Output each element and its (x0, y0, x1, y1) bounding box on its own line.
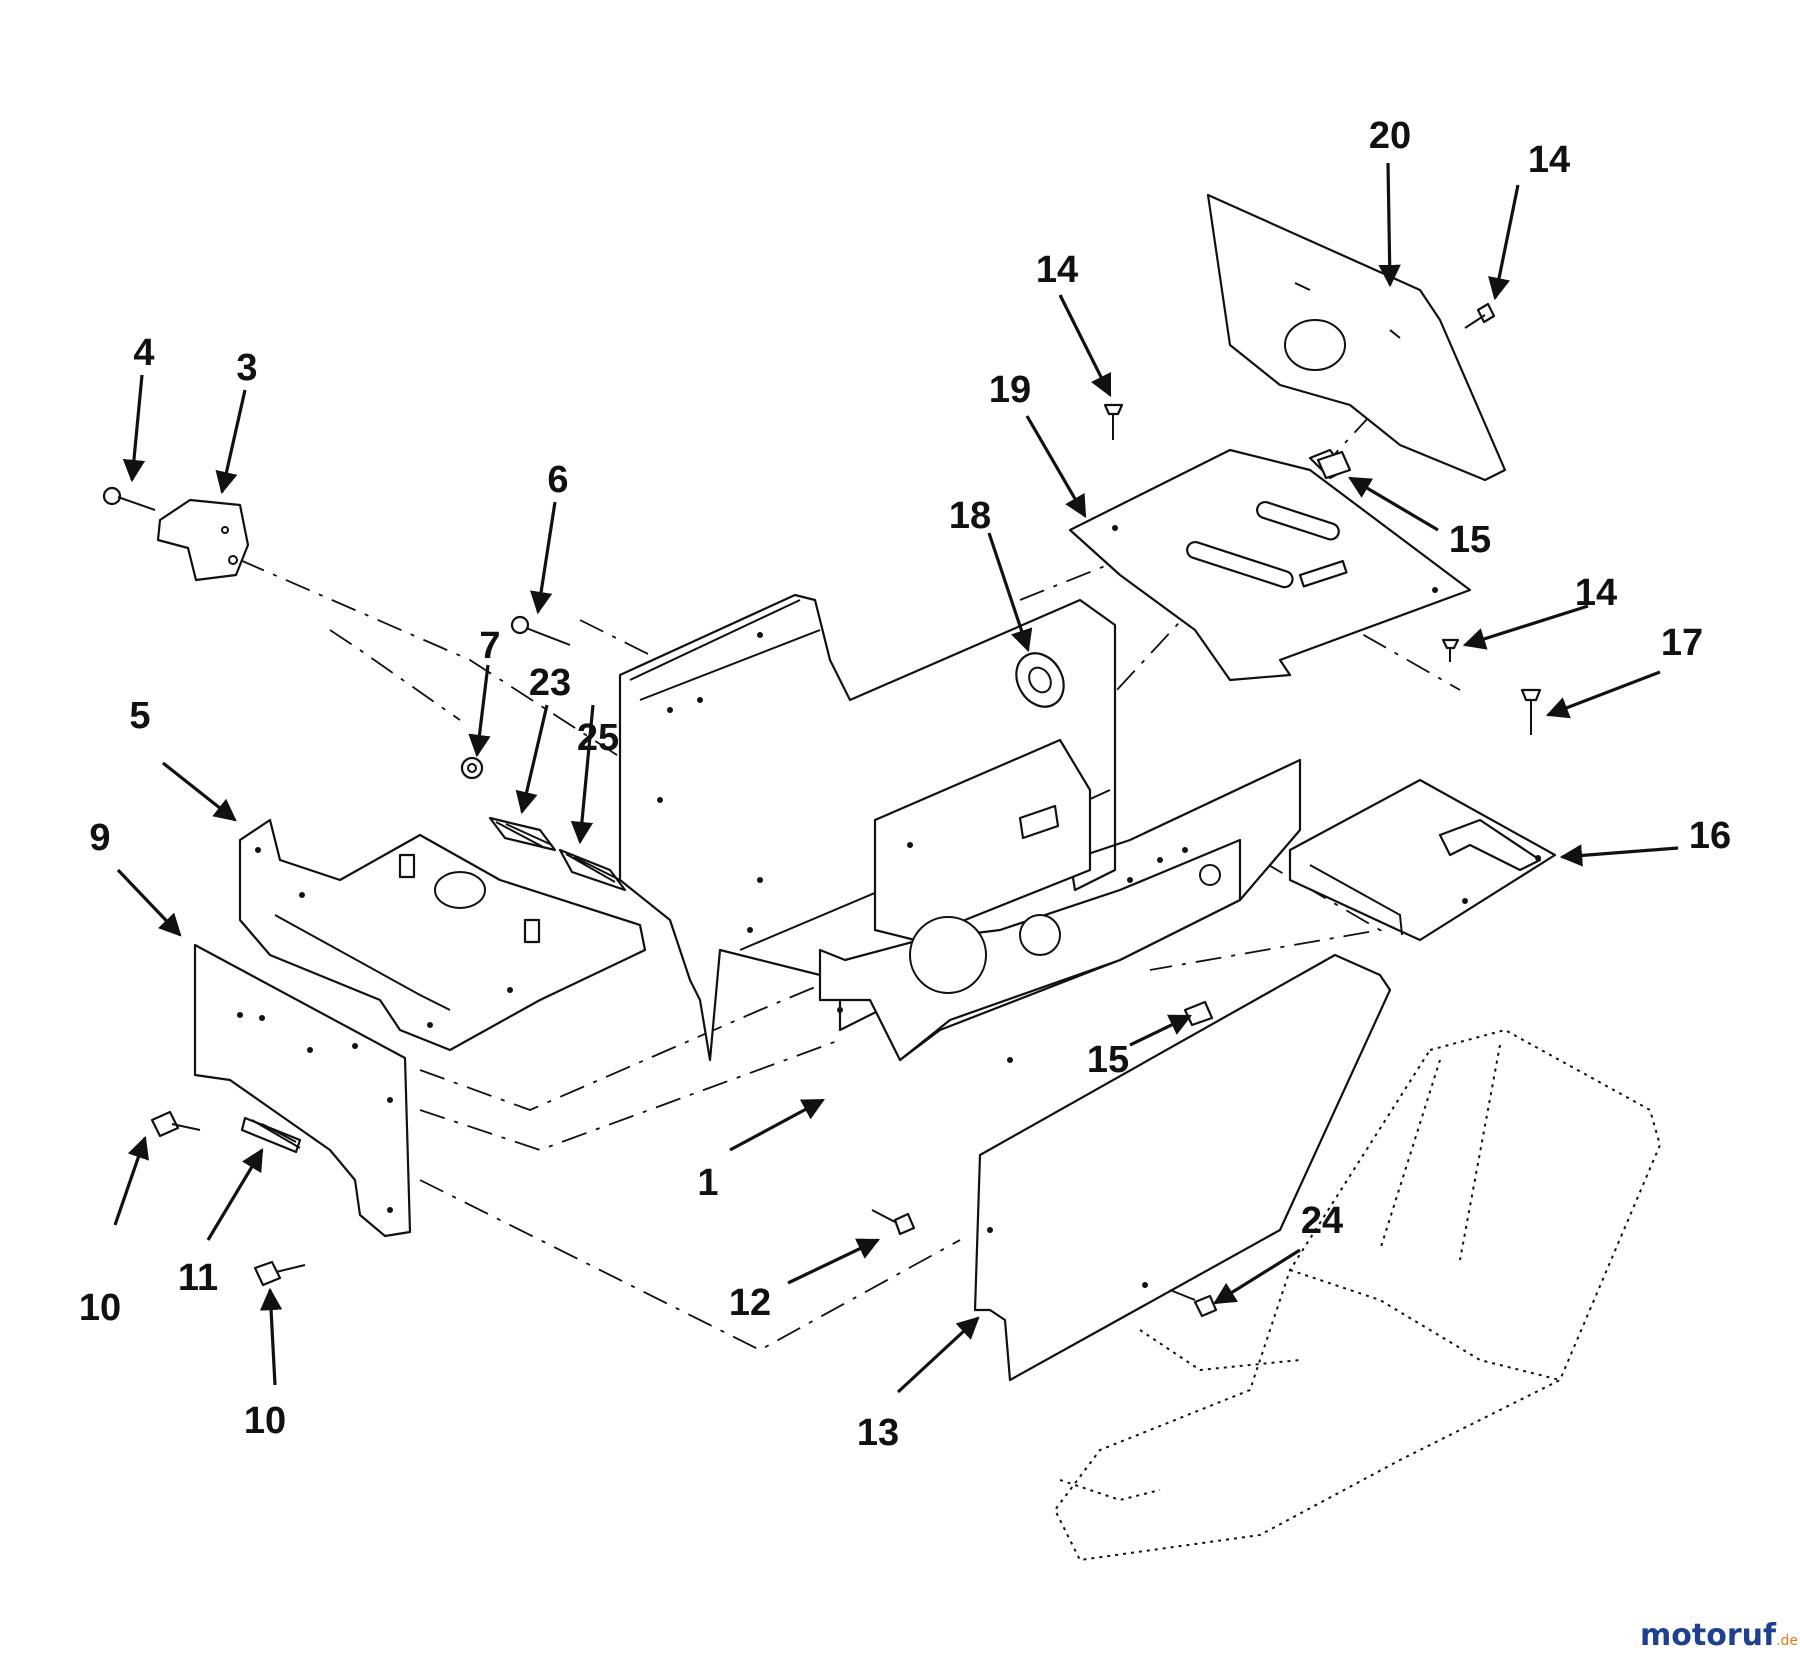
callout-18: 18 (949, 495, 991, 537)
callout-16: 16 (1689, 815, 1731, 857)
callout-14-top: 14 (1528, 139, 1570, 181)
part-3-bracket (156, 498, 250, 582)
callout-19: 19 (989, 369, 1031, 411)
part-13-side-panel (973, 953, 1392, 1382)
callout-5: 5 (129, 695, 150, 737)
callout-7: 7 (479, 625, 500, 667)
callout-11: 11 (178, 1257, 218, 1299)
part-25-spring (558, 848, 627, 892)
callout-labels: 4 3 6 7 23 25 5 9 10 11 10 1 12 13 14 14… (79, 115, 1731, 1454)
part-5-plate (238, 818, 647, 1052)
part-7-nut (460, 756, 484, 780)
part-1-main-frame (618, 593, 1302, 1063)
callout-23: 23 (529, 662, 571, 704)
callout-17: 17 (1661, 622, 1703, 664)
callout-20: 20 (1369, 115, 1411, 157)
callout-6: 6 (547, 459, 568, 501)
part-16-plate (1288, 778, 1557, 942)
callout-12: 12 (729, 1282, 771, 1324)
part-18-grommet (1015, 652, 1065, 708)
callout-24: 24 (1301, 1200, 1343, 1242)
part-14-screw-a (1103, 403, 1124, 440)
watermark-logo: motoruf.de (1640, 1618, 1798, 1653)
part-12-bolt (871, 1209, 916, 1236)
part-14-screw-b (1464, 302, 1496, 329)
ghost-seat-outline (1053, 1028, 1662, 1562)
callout-1: 1 (697, 1162, 718, 1204)
callout-3: 3 (236, 347, 257, 389)
callout-10-upper: 10 (79, 1287, 121, 1329)
part-17-bolt (1520, 688, 1542, 735)
callout-14-right: 14 (1575, 572, 1617, 614)
part-24-bolt (1169, 1289, 1218, 1318)
callout-10-lower: 10 (244, 1400, 286, 1442)
callout-14-left: 14 (1036, 249, 1078, 291)
part-4-bolt (102, 486, 156, 511)
callout-9: 9 (89, 817, 110, 859)
part-15-clip-lower (1183, 1000, 1214, 1027)
part-15-clip-upper (1316, 450, 1352, 480)
part-23-spring (488, 816, 557, 852)
callout-4: 4 (133, 332, 154, 374)
part-9-front-plate (193, 943, 412, 1238)
part-19-plate (1068, 448, 1472, 682)
part-14-screw-c (1441, 638, 1460, 662)
callout-25: 25 (577, 717, 619, 759)
callout-15-lower: 15 (1087, 1039, 1129, 1081)
part-11-spring (240, 1116, 302, 1154)
callout-13: 13 (857, 1412, 899, 1454)
part-10-bolt-lower (253, 1260, 306, 1287)
part-6-bolt (510, 615, 571, 646)
part-10-bolt-upper (150, 1110, 201, 1138)
part-20-plate (1206, 193, 1507, 482)
svg-text:motoruf.de: motoruf.de (1640, 1618, 1798, 1653)
watermark-tld: .de (1776, 1633, 1798, 1649)
callout-15-upper: 15 (1449, 519, 1491, 561)
callout-arrows (113, 162, 1679, 1394)
watermark-brand: motoruf (1640, 1618, 1777, 1653)
